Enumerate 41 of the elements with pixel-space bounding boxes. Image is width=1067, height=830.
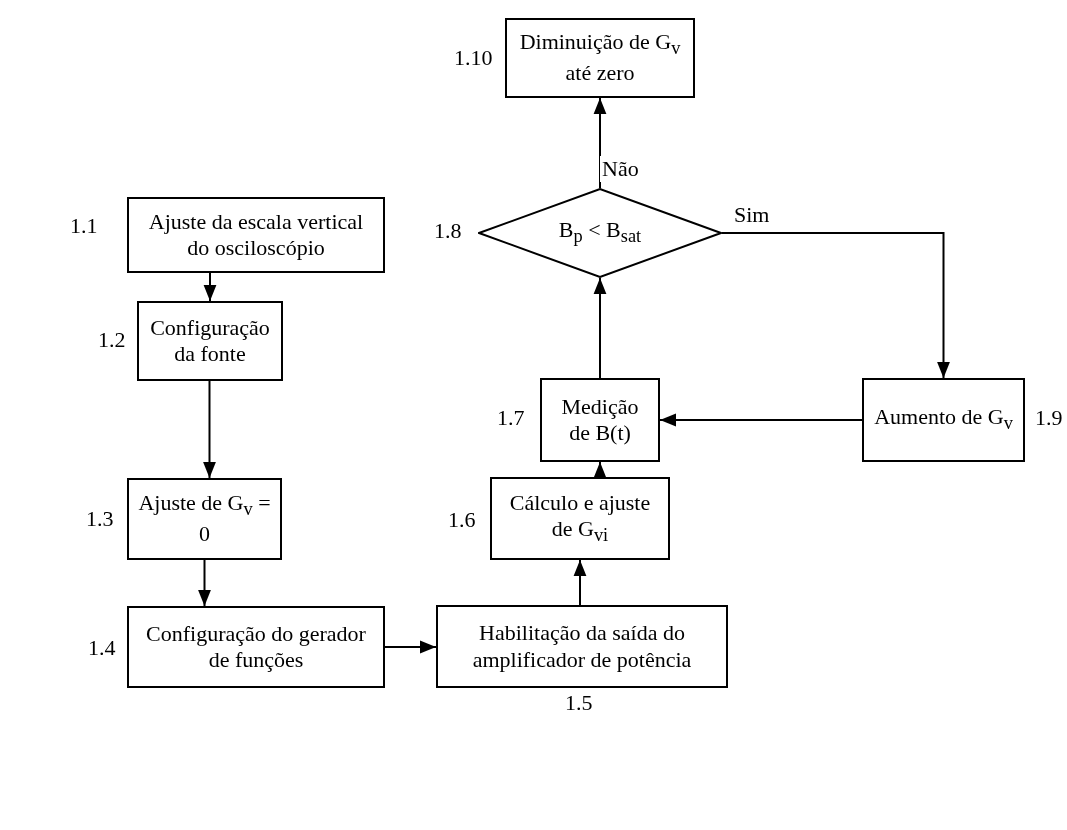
arrow [203, 272, 217, 302]
process-box [127, 478, 282, 560]
step-number: 1.5 [565, 690, 593, 716]
process-box [137, 301, 283, 381]
arrow [384, 640, 437, 654]
step-number: 1.4 [88, 635, 116, 661]
box-text: Configuração da fonte [149, 314, 271, 368]
arrow [593, 461, 607, 478]
process-box [505, 18, 695, 98]
arrow [203, 380, 216, 479]
process-box [127, 606, 385, 688]
step-number: 1.1 [70, 213, 98, 239]
box-text: Ajuste da escala vertical do osciloscópio [147, 208, 365, 262]
box-text: Configuração do gerador de funções [145, 620, 367, 674]
step-number: 1.9 [1035, 405, 1063, 431]
box-text: Diminuição de G$_{v}$ até zero [518, 29, 682, 87]
process-box [490, 477, 670, 560]
box-text: Medição de B(t) [560, 393, 640, 447]
box-text: Aumento de G$_{v}$ [874, 404, 1013, 436]
process-box [540, 378, 660, 462]
step-number: 1.10 [454, 45, 493, 71]
arrow [198, 559, 211, 607]
step-number: 1.7 [497, 405, 525, 431]
process-box [127, 197, 385, 273]
arrow [593, 277, 607, 379]
box-text: Habilitação da saída do amplificador de potência [471, 620, 693, 673]
arrow [593, 97, 607, 189]
process-box [436, 605, 728, 688]
box-text: B$_{p}$ < B$_{sat}$ [558, 217, 642, 249]
box-text: Cálculo e ajuste de G$_{vi}$ [508, 489, 652, 548]
step-number: 1.6 [448, 507, 476, 533]
arrow [721, 232, 950, 379]
decision-diamond [478, 188, 722, 278]
step-number: 1.8 [434, 218, 462, 244]
arrow [659, 413, 863, 427]
box-text: Ajuste de G$_{v}$ = 0 [137, 490, 272, 548]
process-box [862, 378, 1025, 462]
step-number: 1.3 [86, 506, 114, 532]
step-number: 1.2 [98, 327, 126, 353]
arrow [573, 559, 587, 606]
edge-label: Não [600, 156, 641, 182]
